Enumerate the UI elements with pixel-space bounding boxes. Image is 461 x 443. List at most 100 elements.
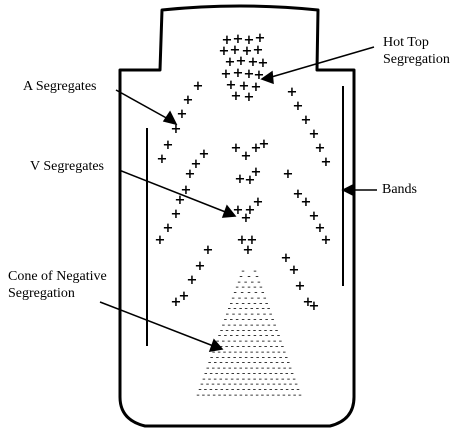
dash-mark: - <box>254 379 260 390</box>
plus-mark: + <box>253 195 264 210</box>
dash-mark: - <box>237 352 243 363</box>
dash-mark: - <box>200 390 206 401</box>
plus-mark: + <box>221 67 232 82</box>
dash-mark: - <box>243 352 249 363</box>
dash-mark: - <box>255 352 261 363</box>
dash-mark: - <box>264 298 270 309</box>
dash-mark: - <box>269 374 275 385</box>
dash-mark: - <box>258 298 264 309</box>
plus-mark: + <box>243 243 254 258</box>
dash-mark: - <box>249 304 255 315</box>
dash-mark: - <box>258 282 264 293</box>
dash-mark: - <box>283 352 289 363</box>
dash-mark: - <box>252 358 258 369</box>
plus-mark: + <box>185 167 196 182</box>
dash-mark: - <box>286 390 292 401</box>
dash-mark: - <box>246 325 252 336</box>
dash-mark: - <box>249 363 255 374</box>
dash-mark: - <box>270 390 276 401</box>
dash-mark: - <box>249 379 255 390</box>
dash-mark: - <box>260 363 266 374</box>
dash-mark: - <box>221 363 227 374</box>
dash-mark: - <box>266 336 272 347</box>
plus-mark: + <box>171 122 182 137</box>
a-segregates-leader <box>115 89 171 121</box>
plus-mark: + <box>233 32 244 47</box>
dash-mark: - <box>219 368 225 379</box>
dash-mark: - <box>290 385 296 396</box>
dash-mark: - <box>285 358 291 369</box>
cone-label-line-2: Segregation <box>8 286 75 301</box>
dash-mark: - <box>268 358 274 369</box>
dash-mark: - <box>278 368 284 379</box>
plus-mark: + <box>309 127 320 142</box>
dash-mark: - <box>240 298 246 309</box>
plus-mark: + <box>233 203 244 218</box>
dash-mark: - <box>235 342 241 353</box>
dash-mark: - <box>224 358 230 369</box>
plus-mark: + <box>237 233 248 248</box>
dash-mark: - <box>203 368 209 379</box>
plus-mark: + <box>235 172 246 187</box>
plus-mark: + <box>309 209 320 224</box>
dash-mark: - <box>260 347 266 358</box>
dash-mark: - <box>281 390 287 401</box>
dash-mark: - <box>238 271 244 282</box>
plus-mark: + <box>163 221 174 236</box>
dash-mark: - <box>232 379 238 390</box>
dash-mark: - <box>218 342 224 353</box>
dash-mark: - <box>232 304 238 315</box>
plus-mark: + <box>230 43 241 58</box>
bands-arrowhead <box>341 183 354 197</box>
dash-mark: - <box>263 358 269 369</box>
dash-mark: - <box>236 277 242 288</box>
dash-mark: - <box>243 309 249 320</box>
dash-mark: - <box>260 379 266 390</box>
dash-mark: - <box>282 379 288 390</box>
dash-mark: - <box>246 271 252 282</box>
dash-mark: - <box>224 385 230 396</box>
dash-mark: - <box>232 363 238 374</box>
dash-mark: - <box>284 385 290 396</box>
plus-mark: + <box>283 167 294 182</box>
dash-mark: - <box>235 368 241 379</box>
dash-mark: - <box>254 347 260 358</box>
plus-mark: + <box>179 289 190 304</box>
dash-mark: - <box>212 374 218 385</box>
dash-mark: - <box>279 385 285 396</box>
hot-top-label: Hot Top Segregation <box>383 34 450 68</box>
dash-mark: - <box>243 277 249 288</box>
plus-mark: + <box>259 137 270 152</box>
dash-mark: - <box>284 368 290 379</box>
dash-mark: - <box>228 315 234 326</box>
dash-mark: - <box>202 385 208 396</box>
cone-leader <box>99 301 217 348</box>
dash-mark: - <box>270 315 276 326</box>
dash-mark: - <box>257 358 263 369</box>
dash-mark: - <box>254 304 260 315</box>
dash-mark: - <box>243 390 249 401</box>
dash-mark: - <box>237 336 243 347</box>
dash-mark: - <box>234 331 240 342</box>
dash-mark: - <box>261 309 267 320</box>
plus-mark: + <box>248 55 259 70</box>
dash-mark: - <box>223 374 229 385</box>
dash-mark: - <box>289 368 295 379</box>
dash-mark: - <box>216 331 222 342</box>
plus-mark: + <box>171 295 182 310</box>
dash-mark: - <box>277 336 283 347</box>
dash-mark: - <box>260 320 266 331</box>
dash-mark: - <box>251 368 257 379</box>
dash-mark: - <box>249 293 255 304</box>
dash-mark: - <box>246 298 252 309</box>
plus-mark: + <box>244 90 255 105</box>
dash-mark: - <box>287 379 293 390</box>
dash-mark: - <box>226 320 232 331</box>
dash-mark: - <box>222 331 228 342</box>
plus-mark: + <box>231 141 242 156</box>
dash-mark: - <box>233 390 239 401</box>
dash-mark: - <box>232 288 238 299</box>
dash-mark: - <box>273 368 279 379</box>
dash-mark: - <box>274 358 280 369</box>
dash-mark: - <box>255 309 261 320</box>
